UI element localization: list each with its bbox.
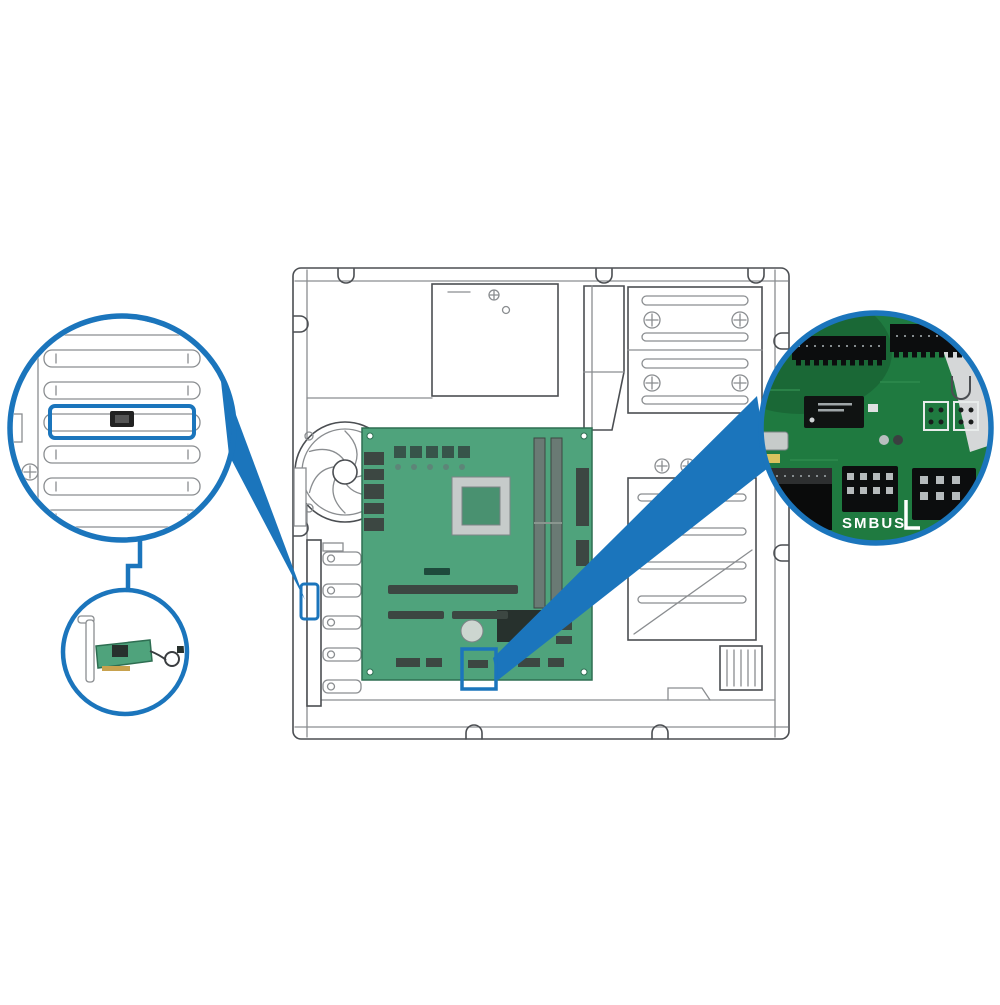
small-header-a [923,401,949,431]
power-supply [306,283,559,399]
edge-connector [102,666,130,671]
chassis-cutout [951,376,971,400]
pci-card-callout [60,587,190,717]
aux-pin-header [912,468,976,520]
atx-power-connector [576,468,589,526]
rear-io-ports [364,452,384,531]
smbus-label: SMBUS [842,515,906,532]
motherboard [361,427,593,681]
board-header-highlight [460,647,498,691]
silkscreen-bracket [904,500,920,530]
left-callout-pointer [220,372,305,600]
optical-drive-bays [627,286,763,414]
cable-loop [164,651,180,667]
small-header-b [953,401,979,431]
cmos-battery [460,619,484,643]
photo-circle-border [758,310,994,546]
chassis-grille [667,645,763,701]
expansion-slot-covers [306,539,362,707]
case-edge-cutouts [293,268,789,740]
board-silkscreen [424,568,450,575]
front-io-connector [576,540,589,566]
pcie-slots [388,585,518,619]
bracket-covers [43,319,201,528]
vrm-area [394,446,470,470]
long-pin-header-left [792,336,886,366]
target-slot-highlight [299,582,320,621]
card-callout-connector [125,538,143,592]
rear-io-cutout [293,467,307,527]
slot-bracket-callout [7,313,237,543]
air-duct [583,285,625,431]
card-chip [112,645,128,657]
cable-connector [177,646,184,653]
smbus-header [842,466,898,512]
crystal-component [763,431,789,451]
small-component [766,454,780,463]
right-callout-pointer [493,396,768,680]
installed-card-bracket [110,411,134,427]
bracket-highlight [48,404,196,440]
long-pin-header-right [890,324,989,358]
pci-card [77,615,184,683]
ic-chip [804,396,878,428]
ram-slots [533,437,563,609]
cpu-socket [451,476,511,536]
